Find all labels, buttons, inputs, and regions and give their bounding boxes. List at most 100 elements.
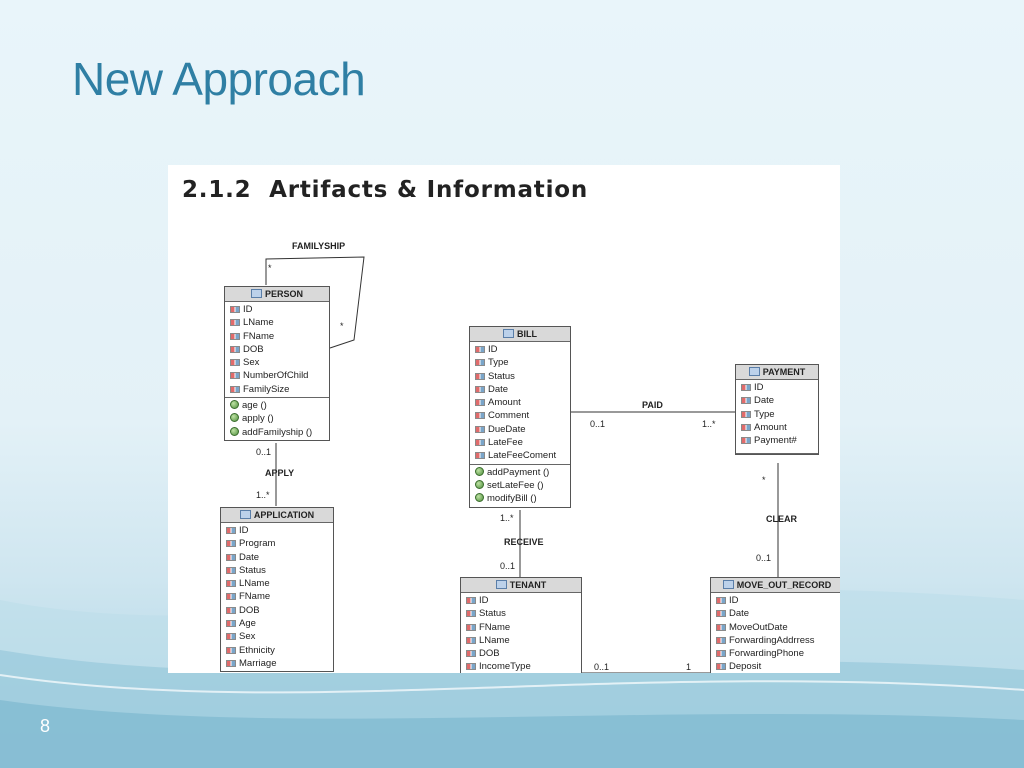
attribute-icon (230, 332, 240, 340)
method-row: addFamilyship () (225, 426, 329, 439)
attribute-icon (230, 385, 240, 393)
method-icon (475, 466, 484, 476)
method-list: age () apply () addFamilyship () (225, 398, 329, 440)
attribute-row: ForwardingPhone (711, 647, 840, 660)
method-icon (475, 493, 484, 503)
attribute-icon (716, 623, 726, 631)
method-row: age () (225, 399, 329, 412)
page-number: 8 (40, 716, 51, 736)
apply-multiplicity-1: 0..1 (256, 447, 272, 457)
paid-label: PAID (642, 400, 663, 410)
attribute-icon (226, 527, 236, 534)
attribute-row: Ethnicity (221, 644, 333, 657)
attribute-icon (741, 384, 751, 391)
attribute-row: Comment (470, 409, 570, 422)
attribute-icon (226, 553, 236, 561)
class-person: PERSON ID LName FName DOB Sex NumberOfCh… (224, 286, 330, 441)
method-icon (230, 413, 239, 423)
attribute-icon (226, 659, 236, 667)
receive-multiplicity-2: 0..1 (500, 561, 516, 571)
attribute-row: LName (461, 634, 581, 647)
attribute-icon (716, 610, 726, 618)
attribute-list: ID Date Type Amount Payment# (736, 380, 818, 455)
attribute-icon (716, 650, 726, 658)
attribute-row: Date (711, 607, 840, 620)
attribute-icon (475, 452, 485, 460)
attribute-icon (226, 646, 236, 654)
attribute-icon (716, 663, 726, 671)
attribute-row: FName (461, 621, 581, 634)
attribute-icon (716, 636, 726, 644)
attribute-row: FamilySize (225, 383, 329, 396)
attribute-list: ID Type Status Date Amount Comment DueDa… (470, 342, 570, 465)
attribute-row: ID (225, 303, 329, 316)
method-list: addPayment () setLateFee () modifyBill (… (470, 465, 570, 507)
clear-multiplicity-2: 0..1 (756, 553, 772, 563)
attribute-row: Sex (225, 356, 329, 369)
attribute-row: ForwardingAddrress (711, 634, 840, 647)
paid-multiplicity-1: 0..1 (590, 419, 606, 429)
attribute-icon (741, 437, 751, 445)
attribute-icon (230, 372, 240, 380)
attribute-row: NumberOfChild (225, 369, 329, 382)
attribute-row: Amount (736, 421, 818, 434)
attribute-row: Type (470, 356, 570, 369)
attribute-row: Date (736, 394, 818, 407)
method-icon (475, 479, 484, 489)
attribute-icon (230, 359, 240, 367)
method-icon (230, 400, 239, 410)
class-name: PERSON (264, 289, 303, 299)
slide-title: New Approach (72, 53, 366, 105)
attribute-row: DOB (225, 343, 329, 356)
attribute-icon (226, 633, 236, 641)
attribute-icon (226, 540, 236, 548)
method-row: modifyBill () (470, 492, 570, 505)
attribute-row: LateFeeComent (470, 449, 570, 462)
attribute-row: Marriage (221, 657, 333, 670)
attribute-icon (230, 306, 240, 313)
attribute-row: Status (470, 370, 570, 383)
attribute-row: LName (221, 577, 333, 590)
attribute-row: Payment# (736, 434, 818, 447)
attribute-row: LName (225, 316, 329, 329)
class-table-icon (239, 510, 251, 519)
attribute-row: Status (221, 564, 333, 577)
attribute-icon (466, 610, 476, 618)
attribute-icon (466, 636, 476, 644)
attribute-icon (230, 319, 240, 327)
attribute-list: ID Program Date Status LName FName DOB A… (221, 523, 333, 671)
attribute-icon (475, 412, 485, 420)
method-icon (230, 426, 239, 436)
attribute-row: Age (221, 617, 333, 630)
class-table-icon (722, 580, 734, 589)
attribute-icon (475, 439, 485, 447)
class-table-icon (748, 367, 760, 376)
attribute-row: Type (736, 408, 818, 421)
familyship-multiplicity-2: * (340, 321, 344, 331)
attribute-icon (230, 345, 240, 353)
tenant-moveout-multiplicity-1: 0..1 (594, 662, 610, 672)
association-lines (265, 256, 779, 673)
familyship-label: FAMILYSHIP (292, 241, 346, 251)
familyship-line (265, 256, 365, 349)
attribute-row: LateFee (470, 436, 570, 449)
attribute-row: Date (221, 551, 333, 564)
attribute-icon (466, 597, 476, 604)
attribute-row: DueDate (470, 423, 570, 436)
apply-multiplicity-2: 1..* (256, 490, 270, 500)
attribute-icon (741, 410, 751, 418)
method-row: apply () (225, 412, 329, 425)
clear-label: CLEAR (766, 514, 797, 524)
receive-label: RECEIVE (504, 537, 544, 547)
attribute-icon (475, 372, 485, 380)
attribute-row: Date (470, 383, 570, 396)
attribute-icon (475, 425, 485, 433)
class-tenant: TENANT ID Status FName LName DOB IncomeT… (460, 577, 582, 673)
attribute-row: Amount (470, 396, 570, 409)
attribute-row: FName (225, 330, 329, 343)
attribute-icon (466, 650, 476, 658)
class-bill: BILL ID Type Status Date Amount Comment … (469, 326, 571, 508)
attribute-row: FName (221, 590, 333, 603)
attribute-list: ID LName FName DOB Sex NumberOfChild Fam… (225, 302, 329, 399)
attribute-row: ID (221, 524, 333, 537)
